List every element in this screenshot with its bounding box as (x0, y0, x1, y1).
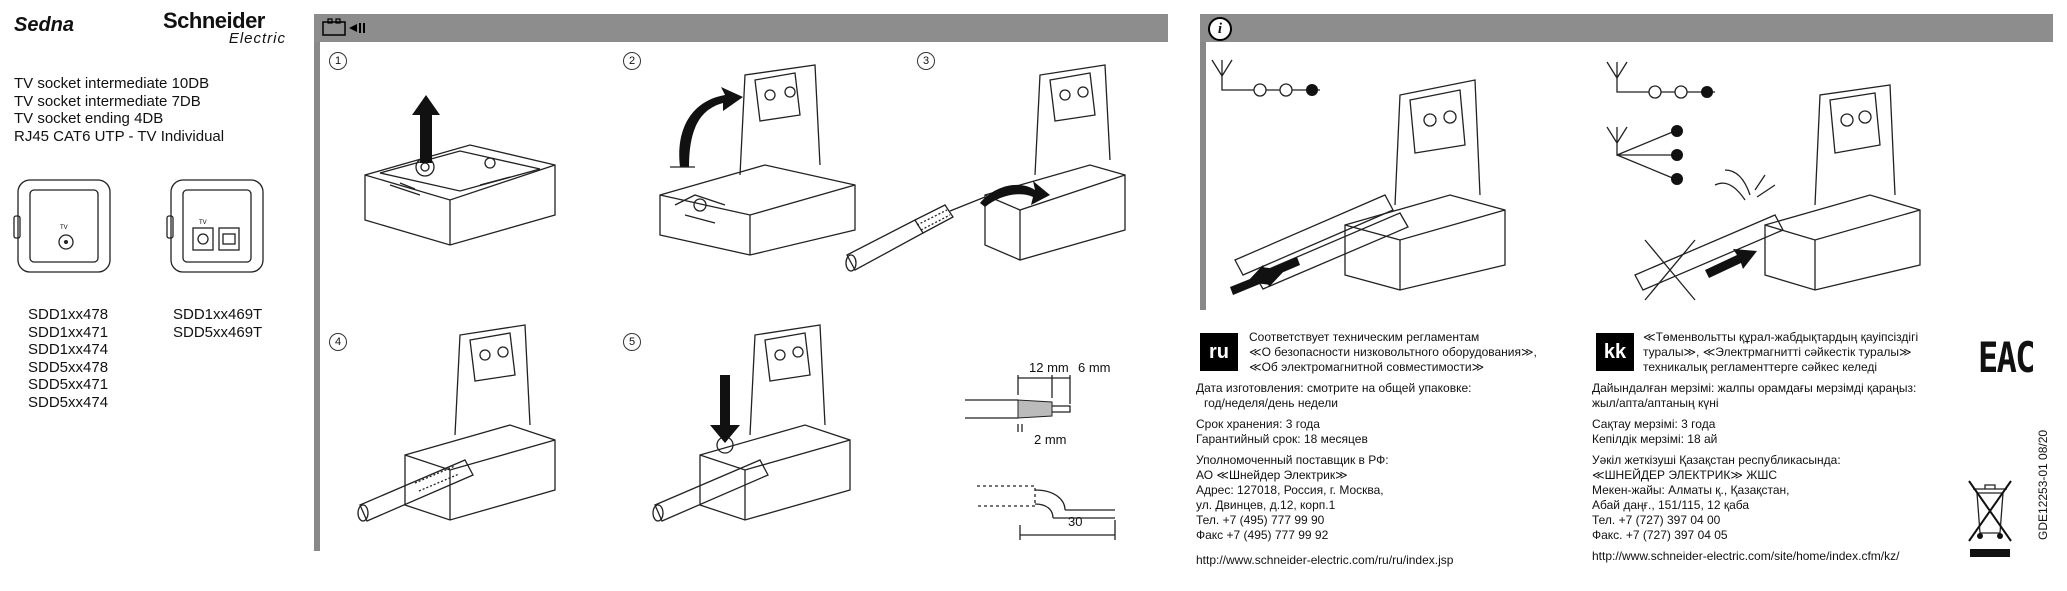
reference-item: SDD1xx474 (28, 341, 109, 358)
reference-list-right: SDD1xx469T SDD5xx469T (173, 306, 262, 341)
document-code: GDE12253-01 08/20 (2036, 429, 2050, 540)
ru-supplier-line: Адрес: 127018, Россия, г. Москва, (1196, 483, 1384, 497)
tv-label: TV (199, 220, 207, 226)
kk-body: Дайындалған мерзімі: жалпы орамдағы мерз… (1592, 381, 1962, 570)
installation-icon (322, 18, 365, 36)
tv-rj45-socket-front-drawing: TV (166, 179, 264, 273)
ru-supplier-line: Уполномоченный поставщик в РФ: (1196, 453, 1389, 467)
kk-url-link[interactable]: http://www.schneider-electric.com/site/h… (1592, 549, 1900, 563)
star-topology-diagram (1606, 125, 1683, 185)
section-divider (1200, 14, 1206, 310)
product-list: TV socket intermediate 10DB TV socket in… (14, 75, 224, 145)
kk-header-line: техникалық регламенттерге сәйкес келеді (1643, 360, 1878, 374)
cable-strip-dimensions-drawing (965, 375, 1071, 432)
step-number: 3 (917, 52, 935, 70)
product-item: TV socket ending 4DB (14, 110, 164, 127)
information-header-bar: i (1200, 14, 2053, 42)
step-number: 4 (329, 333, 347, 351)
kk-header-line: туралы≫, ≪Электрмагнитті сәйкестік турал… (1643, 345, 1912, 359)
logo-line1: Schneider (163, 8, 265, 33)
reference-item: SDD5xx474 (28, 393, 109, 411)
kk-header: ≪Төменвольтты құрал-жабдықтардың қауіпсі… (1643, 330, 1983, 375)
dimension-label: 2 mm (1034, 432, 1067, 447)
step-number: 1 (329, 52, 347, 70)
info-icon: i (1208, 17, 1232, 41)
kk-supplier-line: Факс. +7 (727) 397 04 05 (1592, 528, 1728, 542)
ending-cable-drawing (1634, 84, 1921, 301)
dimension-label: 6 mm (1078, 360, 1111, 375)
lang-badge-ru: ru (1200, 333, 1238, 371)
logo-line2: Electric (228, 30, 286, 47)
product-item: TV socket intermediate 10DB (14, 75, 210, 92)
ru-date-label: Дата изготовления: смотрите на общей упа… (1196, 381, 1472, 395)
step2-open-clamp-drawing (659, 64, 856, 256)
kk-supplier-line: Уәкіл жеткізуші Қазақстан республикасынд… (1592, 453, 1841, 467)
weee-bin-icon (1968, 480, 2012, 557)
kk-warranty: Кепілдік мерзімі: 18 ай (1592, 432, 1718, 446)
product-item: TV socket intermediate 7DB (14, 92, 201, 110)
ru-header-line: ≪О безопасности низковольтного оборудова… (1249, 345, 1537, 359)
kk-header-line: ≪Төменвольтты құрал-жабдықтардың қауіпсі… (1643, 330, 1919, 344)
ru-supplier-line: АО ≪Шнейдер Электрик≫ (1196, 468, 1348, 482)
cable-bend-drawing (977, 485, 1116, 540)
ru-warranty: Гарантийный срок: 18 месяцев (1196, 432, 1368, 446)
ru-header-line: Соответствует техническим регламентам (1249, 330, 1480, 344)
dimension-label: 12 mm (1029, 360, 1069, 375)
kk-supplier-line: ≪ШНЕЙДЕР ЭЛЕКТРИК≫ ЖШС (1592, 468, 1778, 482)
reference-item: SDD1xx469T (173, 306, 263, 323)
step1-remove-cover-drawing (364, 95, 556, 246)
tv-label: TV (60, 225, 68, 231)
reference-item: SDD5xx478 (28, 358, 109, 376)
ru-supplier-line: ул. Двинцев, д.12, корп.1 (1196, 498, 1336, 512)
reference-item: SDD1xx471 (28, 323, 109, 341)
ru-supplier-line: Тел. +7 (495) 777 99 90 (1196, 513, 1325, 527)
step4-cable-in-clamp-drawing (357, 324, 556, 522)
step5-tighten-screw-drawing (652, 324, 851, 522)
kk-date-format: жыл/апта/аптаның күні (1592, 396, 1719, 410)
line-topology-diagram (1606, 61, 1715, 99)
ru-url-link[interactable]: http://www.schneider-electric.com/ru/ru/… (1196, 553, 1454, 567)
kk-supplier-line: Мекен-жайы: Алматы қ., Қазақстан, (1592, 483, 1790, 497)
reference-list-left: SDD1xx478 SDD1xx471 SDD1xx474 SDD5xx478 … (28, 306, 108, 411)
schneider-logo: Schneider Electric (163, 8, 288, 50)
dimension-label: 30 (1068, 514, 1083, 529)
kk-date-label: Дайындалған мерзімі: жалпы орамдағы мерз… (1592, 381, 1917, 395)
eac-mark: EAC (1978, 333, 2035, 382)
section-divider (314, 14, 320, 551)
ru-header: Соответствует техническим регламентам ≪О… (1249, 330, 1579, 375)
brand-name: Sedna (14, 14, 75, 36)
kk-storage: Сақтау мерзімі: 3 года (1592, 417, 1716, 431)
ru-storage: Срок хранения: 3 года (1196, 417, 1320, 431)
intermediate-cable-drawing (1230, 79, 1506, 295)
intermediate-topology-diagram (1211, 59, 1320, 97)
reference-item: SDD1xx478 (28, 306, 109, 323)
ru-body: Дата изготовления: смотрите на общей упа… (1196, 381, 1576, 574)
reference-item: SDD5xx471 (28, 376, 109, 393)
reference-item: SDD5xx469T (173, 323, 263, 341)
step3-insert-cable-drawing (845, 64, 1126, 272)
step-number: 5 (623, 333, 641, 351)
step-number: 2 (623, 52, 641, 70)
product-item: RJ45 CAT6 UTP - TV Individual (14, 127, 225, 145)
ru-supplier-line: Факс +7 (495) 777 99 92 (1196, 528, 1329, 542)
tv-socket-front-drawing: TV (13, 179, 111, 273)
ru-date-format: год/неделя/день недели (1204, 396, 1338, 410)
ru-header-line: ≪Об электромагнитной совместимости≫ (1249, 360, 1485, 374)
installation-header-bar (314, 14, 1168, 42)
kk-supplier-line: Тел. +7 (727) 397 04 00 (1592, 513, 1721, 527)
lang-badge-kk: kk (1596, 333, 1634, 371)
kk-supplier-line: Абай даңғ., 151/115, 12 қаба (1592, 498, 1750, 512)
